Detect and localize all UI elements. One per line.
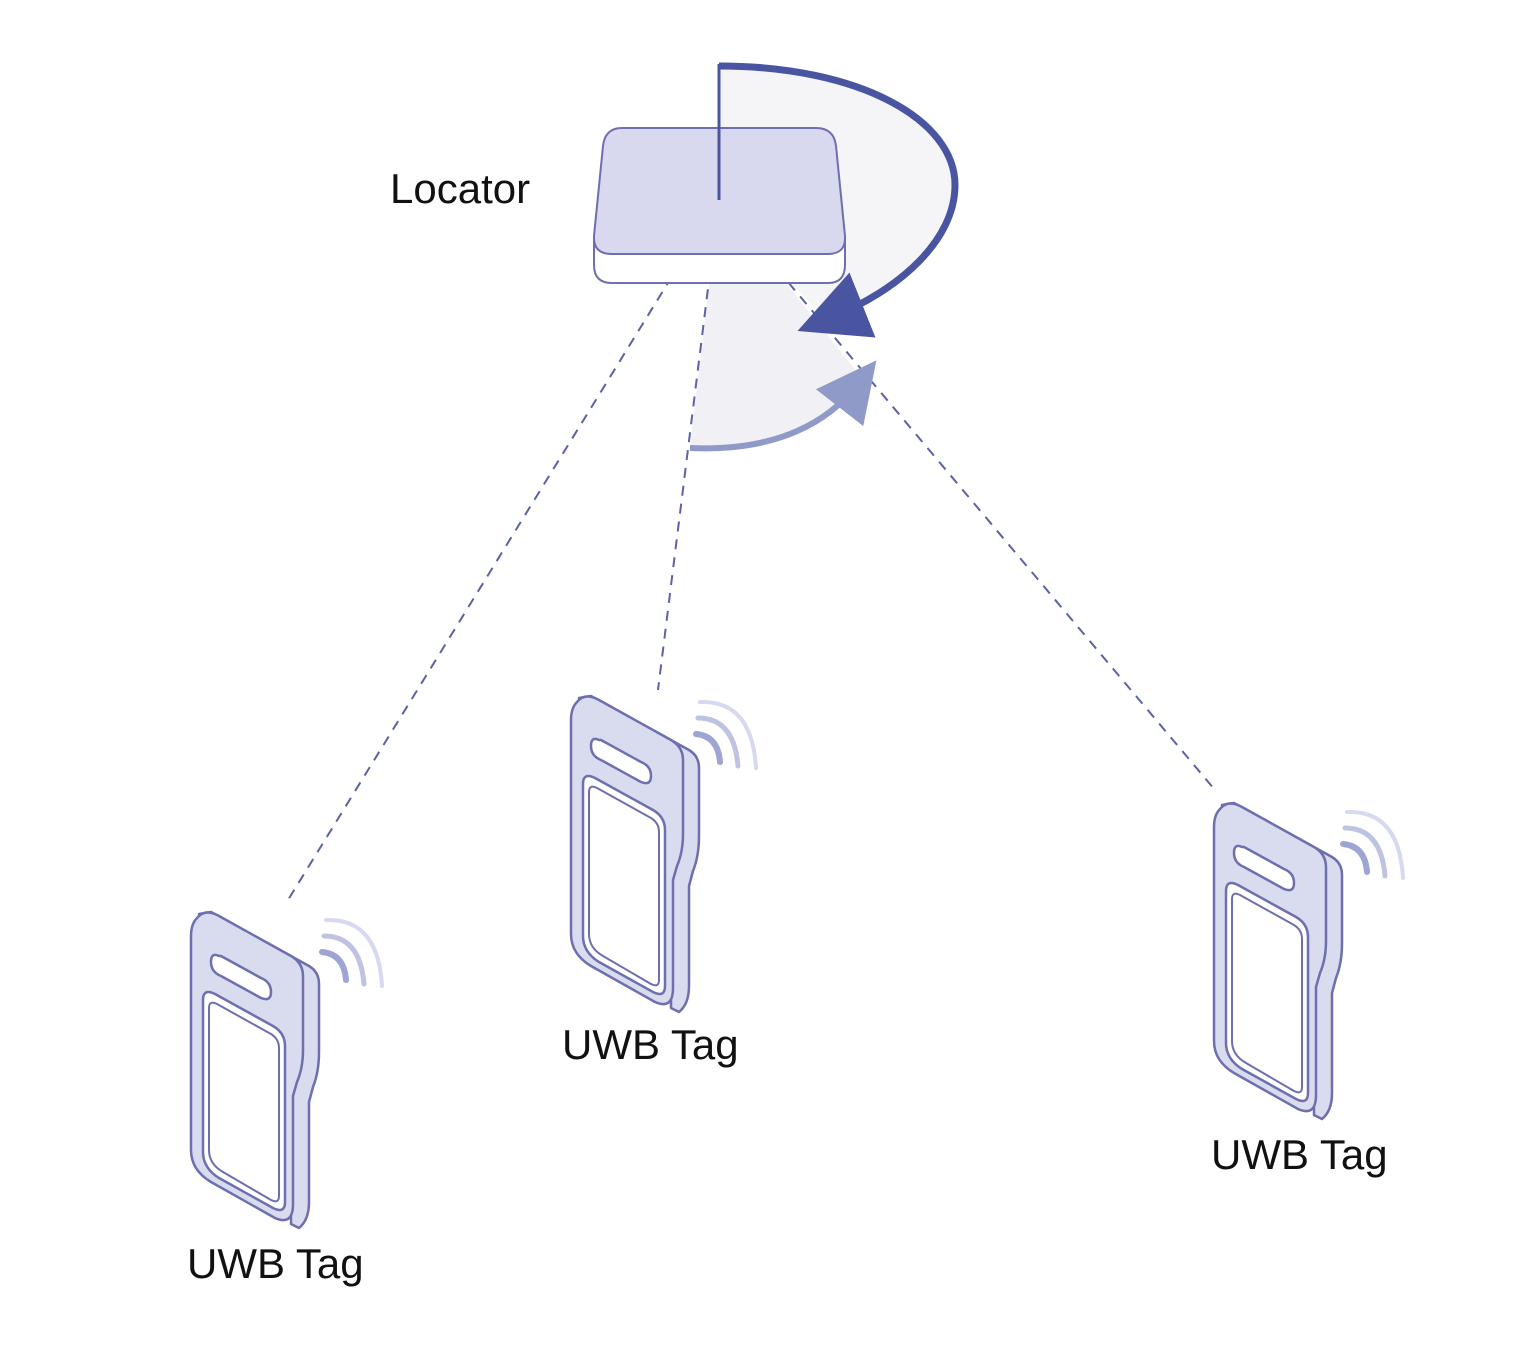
signal-waves-icon (322, 920, 382, 986)
rotation-arrow-large (718, 62, 959, 338)
dashed-line-tag-1 (287, 199, 720, 901)
dashed-line-tag-3 (718, 199, 1216, 791)
uwb-tag-2 (569, 694, 701, 1014)
uwb-tag-3 (1212, 801, 1344, 1121)
uwb-tag-label-2: UWB Tag (562, 1021, 739, 1068)
uwb-tag-1 (189, 910, 321, 1230)
locator-label: Locator (390, 165, 531, 212)
signal-waves-icon (1343, 812, 1403, 878)
uwb-tag-label-1: UWB Tag (187, 1240, 364, 1287)
uwb-tag-label-3: UWB Tag (1211, 1131, 1388, 1178)
angle-arrow-small (689, 360, 877, 452)
signal-waves-icon (696, 702, 756, 768)
